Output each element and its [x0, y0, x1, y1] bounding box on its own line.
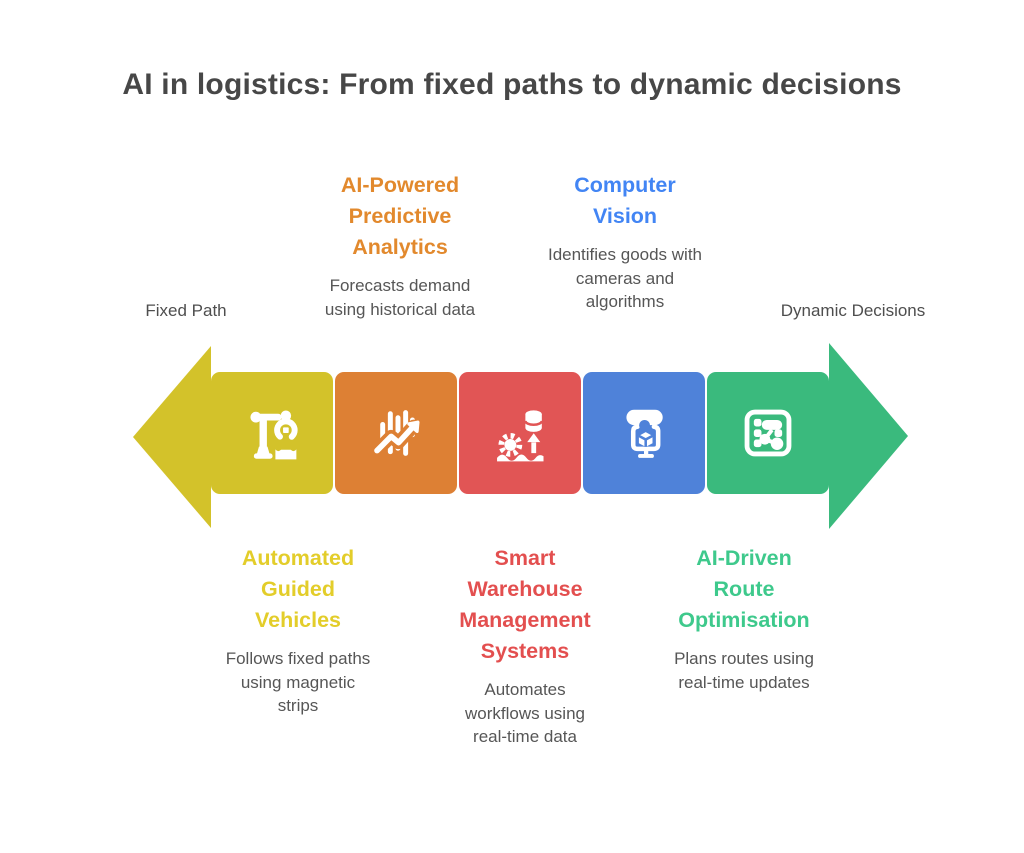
right-arrow-icon — [829, 343, 908, 529]
dynamic-decisions-label: Dynamic Decisions — [780, 301, 926, 320]
stage-heading-predictive-analytics: AI-Powered Predictive Analytics — [340, 173, 460, 259]
stage-box-smart-warehouse — [459, 372, 581, 494]
left-arrow-icon — [133, 346, 211, 528]
route-map-icon — [744, 409, 792, 457]
stage-description-route-optimisation: Plans routes using real-time updates — [674, 649, 814, 692]
fixed-path-label: Fixed Path — [145, 301, 227, 320]
stage-heading-automated-guided-vehicles: Automated Guided Vehicles — [241, 546, 355, 632]
stage-label-computer-vision: Computer Vision Identifies goods with ca… — [520, 170, 730, 314]
robot-arm-icon — [250, 410, 298, 460]
stage-label-predictive-analytics: AI-Powered Predictive Analytics Forecast… — [295, 170, 505, 321]
stage-box-automated-guided-vehicles — [211, 372, 333, 494]
stage-box-predictive-analytics — [335, 372, 457, 494]
stage-label-automated-guided-vehicles: Automated Guided Vehicles Follows fixed … — [193, 543, 403, 718]
stage-description-predictive-analytics: Forecasts demand using historical data — [324, 276, 476, 319]
stage-description-computer-vision: Identifies goods with cameras and algori… — [547, 245, 703, 311]
stage-description-smart-warehouse: Automates workflows using real-time data — [465, 680, 585, 746]
stage-label-route-optimisation: AI-Driven Route Optimisation Plans route… — [639, 543, 849, 694]
vision-monitor-icon — [626, 409, 663, 458]
trend-chart-icon — [370, 410, 421, 458]
stage-heading-smart-warehouse: Smart Warehouse Management Systems — [459, 546, 591, 663]
page-title: AI in logistics: From fixed paths to dyn… — [122, 68, 902, 101]
stage-label-smart-warehouse: Smart Warehouse Management Systems Autom… — [420, 543, 630, 749]
stage-box-route-optimisation — [707, 372, 829, 494]
stage-heading-computer-vision: Computer Vision — [574, 173, 676, 228]
stage-heading-route-optimisation: AI-Driven Route Optimisation — [678, 546, 810, 632]
gear-database-icon — [497, 410, 544, 462]
stage-description-automated-guided-vehicles: Follows fixed paths using magnetic strip… — [225, 649, 371, 715]
stage-box-computer-vision — [583, 372, 705, 494]
